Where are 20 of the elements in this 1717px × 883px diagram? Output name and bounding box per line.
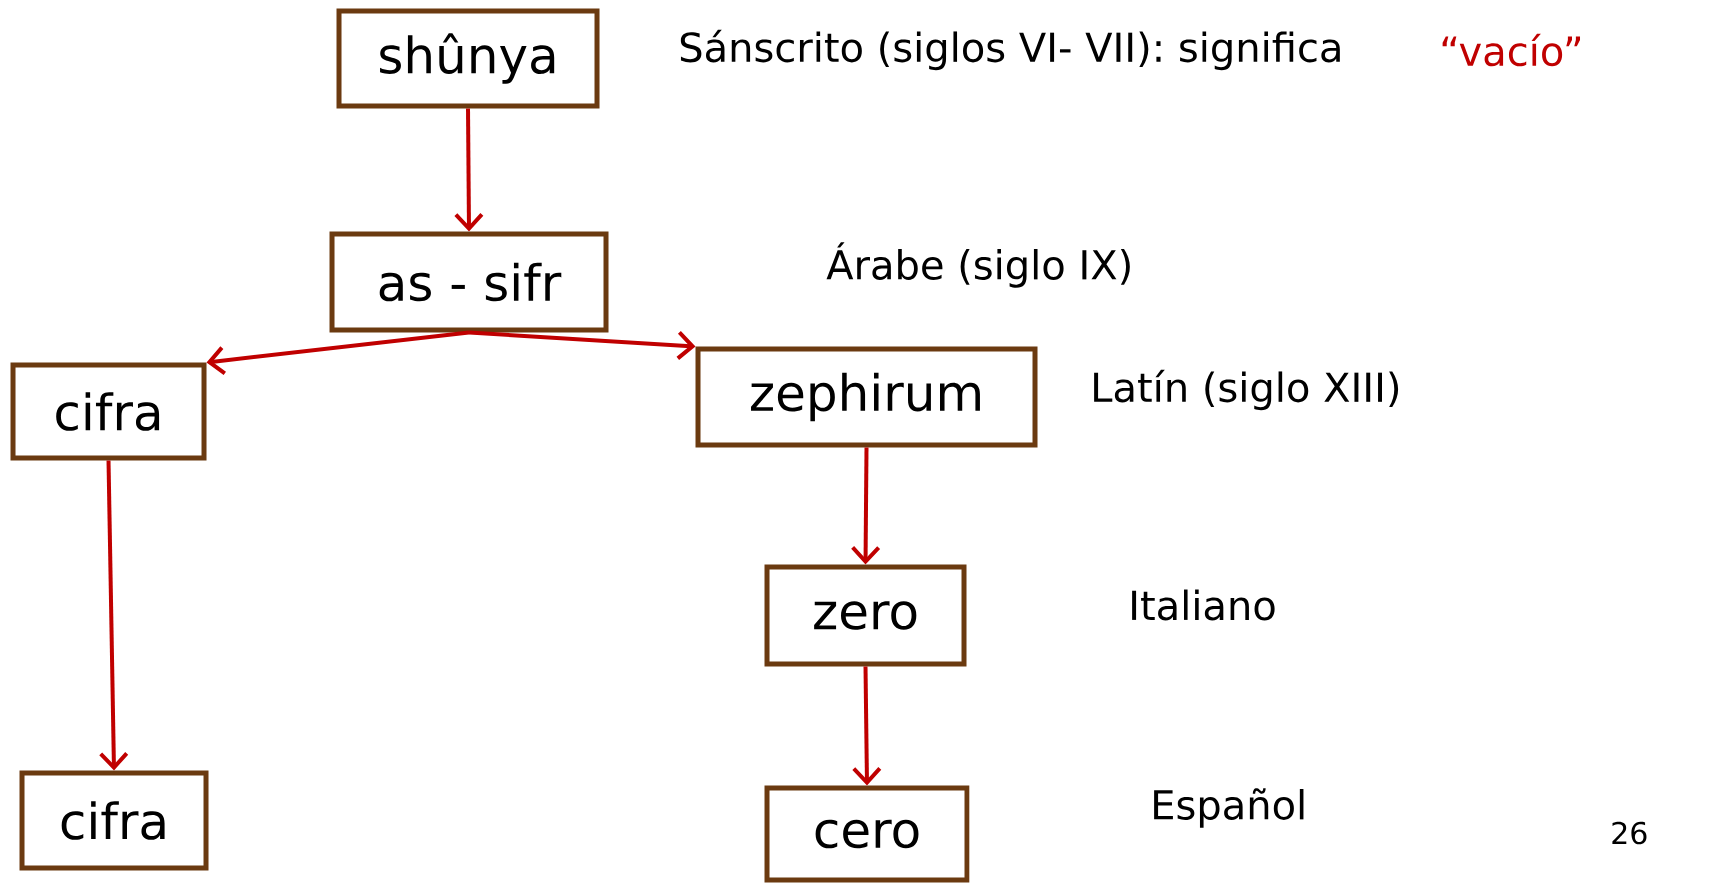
arrow [851,447,881,565]
arrow [206,330,470,376]
language-label: Árabe (siglo IX) [826,242,1130,288]
word-box: zero [764,564,967,667]
word-box: as - sifr [329,231,609,333]
language-label: 26 [1612,821,1647,845]
word-box: shûnya [336,8,600,109]
word-box: zephirum [695,346,1038,448]
arrow [99,460,129,771]
language-label: “vacío” [1442,33,1580,67]
language-label: Latín (siglo XIII) [1094,369,1399,411]
word-box: cero [764,785,970,883]
word-box: cifra [10,362,207,461]
arrow [468,330,696,360]
arrow [852,666,882,786]
arrow [454,108,484,232]
language-label: Italiano [1132,589,1275,621]
language-label: Español [1154,788,1304,828]
language-label: Sánscrito (siglos VI- VII): significa [680,29,1340,71]
word-box: cifra [19,770,209,871]
